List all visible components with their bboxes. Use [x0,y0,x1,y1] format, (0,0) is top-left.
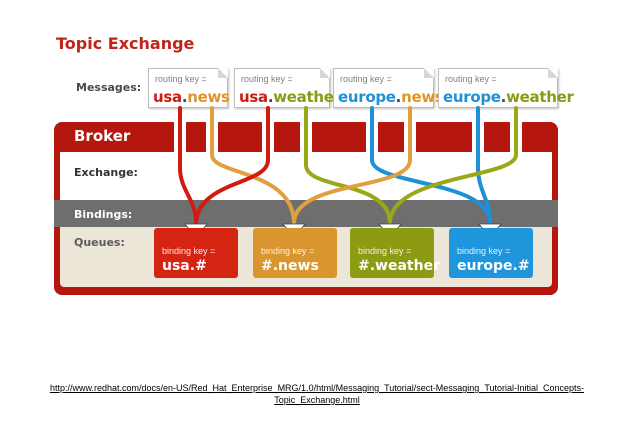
routing-key-label: routing key = [340,74,392,84]
queue-box: binding key = europe.# [449,228,533,278]
routing-key-label: routing key = [155,74,207,84]
queue-box: binding key = #.news [253,228,337,278]
message-card: routing key = europe.news [333,68,444,108]
routing-key-value: europe.weather [443,88,574,106]
bindings-label: Bindings: [74,208,133,221]
routing-key-label: routing key = [445,74,497,84]
message-card: routing key = europe.weather [438,68,574,108]
wire-europe-weather-to-europe [476,106,492,224]
binding-key-label: binding key = [261,246,315,256]
wire-usa-weather-to-weather [304,106,392,224]
source-link-line1[interactable]: http://www.redhat.com/docs/en-US/Red_Hat… [49,383,585,393]
message-card: routing key = usa.weather [234,68,341,108]
message-card: routing key = usa.news [148,68,230,108]
binding-key-value: europe.# [457,258,530,274]
binding-key-value: #.weather [358,258,440,274]
source-link-line2[interactable]: Topic_Exchange.html [274,395,360,405]
queue-box: binding key = usa.# [154,228,238,278]
binding-key-value: usa.# [162,258,207,274]
wire-europe-weather-to-weather [388,106,518,224]
broker-title: Broker [74,127,131,145]
binding-key-label: binding key = [358,246,412,256]
wire-europe-news-to-news [292,106,412,224]
messages-label: Messages: [76,81,142,94]
binding-key-value: #.news [261,258,319,274]
exchange-label: Exchange: [74,166,138,179]
routing-key-label: routing key = [241,74,293,84]
wire-usa-weather-to-usa [194,106,270,224]
routing-key-value: usa.weather [239,88,341,106]
header-gaps [174,122,522,152]
routing-key-value: usa.news [153,88,230,106]
wire-europe-news-to-europe [370,106,492,224]
binding-key-label: binding key = [457,246,511,256]
diagram-title: Topic Exchange [56,34,195,53]
routing-key-value: europe.news [338,88,444,106]
source-link[interactable]: http://www.redhat.com/docs/en-US/Red_Hat… [0,382,634,406]
queue-box: binding key = #.weather [350,228,440,278]
wire-usa-news-to-news [210,106,296,224]
binding-key-label: binding key = [162,246,216,256]
queues-label: Queues: [74,236,125,249]
